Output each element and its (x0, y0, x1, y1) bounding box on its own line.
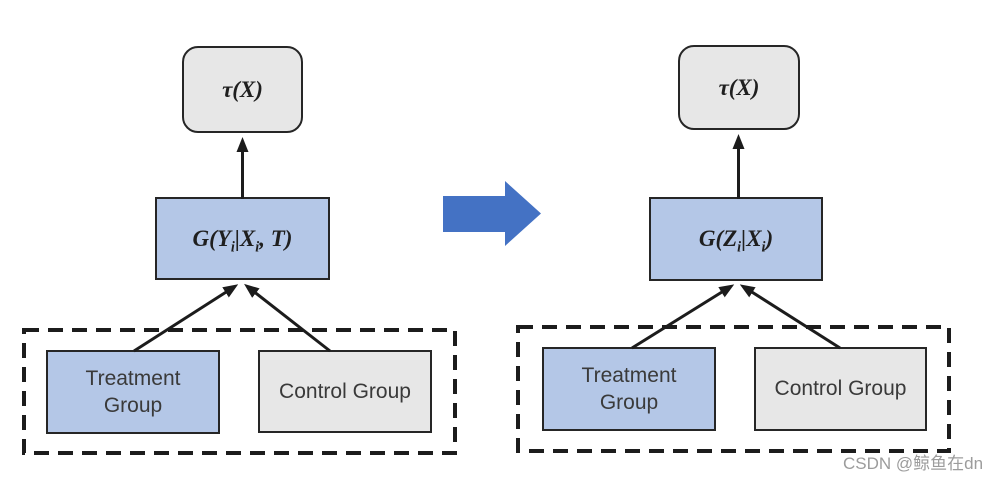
right-model-node: G(Zi|Xi) (649, 197, 823, 281)
right-control-node: Control Group (754, 347, 927, 431)
transition-block-arrow-icon (443, 181, 541, 246)
left-treatment-to-model-arrow (133, 284, 239, 353)
left-output-node: τ(X) (182, 46, 303, 133)
left-control-label: Control Group (279, 379, 411, 403)
right-treatment-label: Treatment Group (581, 363, 677, 414)
left-treatment-node: Treatment Group (46, 350, 220, 434)
right-treatment-node: Treatment Group (542, 347, 716, 431)
right-model-label: G(Zi|Xi) (698, 226, 774, 256)
left-output-label: τ(X) (222, 76, 263, 102)
right-output-node: τ(X) (678, 45, 800, 130)
right-control-label: Control Group (774, 377, 907, 401)
left-treatment-label: Treatment Group (85, 366, 181, 417)
left-model-label: G(Yi|Xi, T) (192, 225, 293, 256)
right-control-to-model-arrow (739, 284, 841, 350)
left-control-to-model-arrow (244, 283, 331, 353)
right-treatment-to-model-arrow (631, 284, 735, 350)
csdn-watermark: CSDN @鲸鱼在dn (843, 454, 984, 473)
left-model-node: G(Yi|Xi, T) (155, 197, 330, 280)
left-control-node: Control Group (258, 350, 432, 433)
right-output-label: τ(X) (718, 74, 760, 100)
